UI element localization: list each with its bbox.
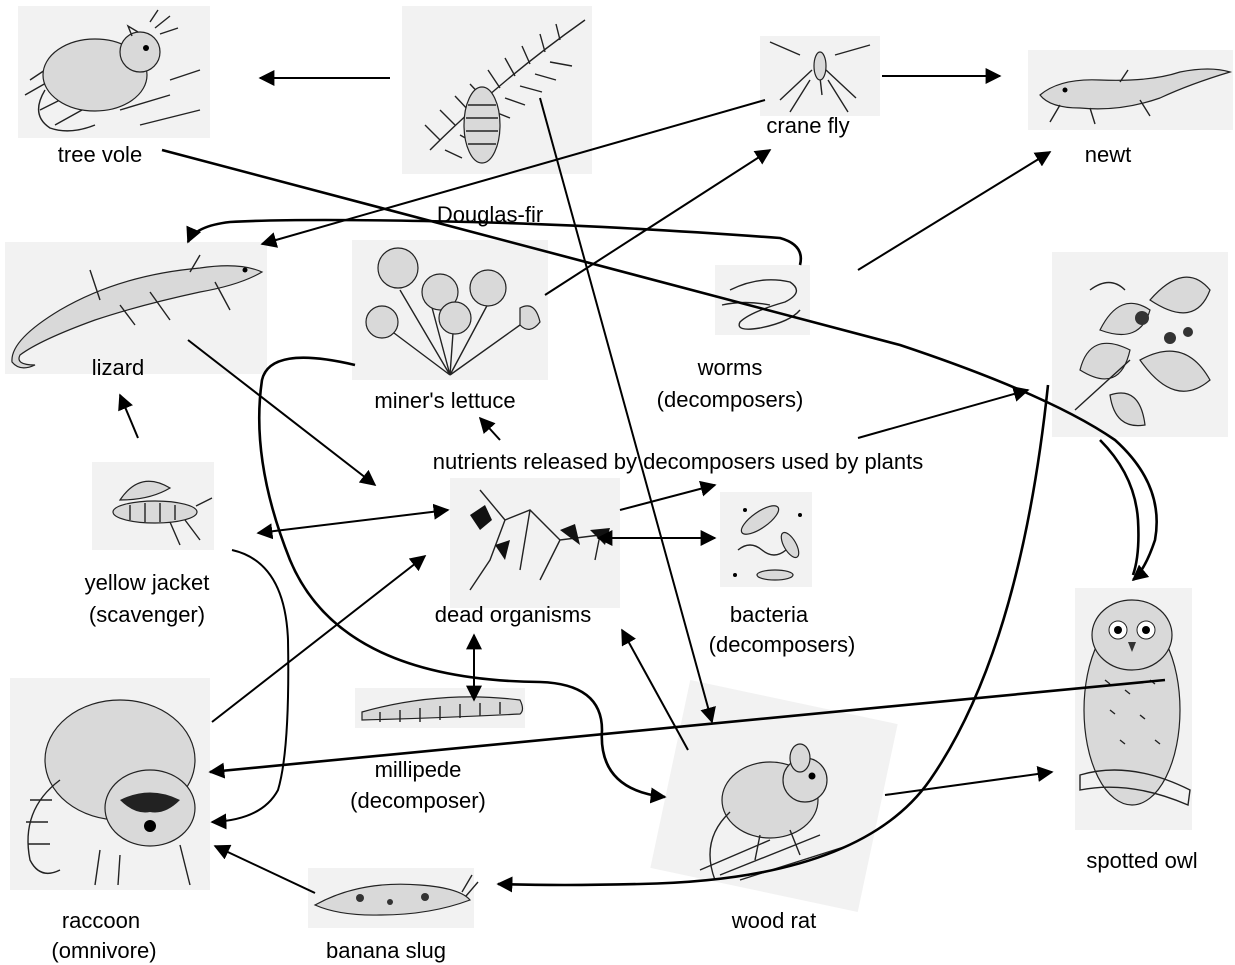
label-tree-vole: tree vole (58, 142, 142, 167)
arrow-yellow-jacket-to-lizard (120, 395, 138, 438)
label-dead-organisms: dead organisms (435, 602, 592, 627)
bacteria-icon (720, 492, 812, 587)
miners-lettuce-icon (352, 240, 548, 380)
arrow-yellow-jacket-to-raccoon (212, 550, 288, 822)
arrow-dead-organisms-to-nutrients (620, 485, 715, 510)
banana-slug-icon (308, 868, 478, 928)
label-banana-slug: banana slug (326, 938, 446, 963)
arrow-yellow-jacket-dead-organisms (258, 510, 448, 533)
label-douglas-fir: Douglas-fir (437, 202, 543, 227)
label-bacteria-role: (decomposers) (709, 632, 856, 657)
label-millipede: millipede (375, 757, 462, 782)
label-raccoon: raccoon (62, 908, 140, 933)
label-nutrients: nutrients released by decomposers used b… (433, 449, 923, 474)
tree-vole-icon (18, 6, 210, 138)
arrow-nutrients-to-blackberry (858, 390, 1028, 438)
label-spotted-owl: spotted owl (1086, 848, 1197, 873)
douglas-fir-icon (402, 6, 592, 174)
newt-icon (1028, 50, 1233, 130)
label-millipede-role: (decomposer) (350, 788, 486, 813)
arrow-banana-slug-to-raccoon (215, 846, 315, 893)
arrow-worms-to-newt (858, 152, 1050, 270)
label-yellow-jacket-role: (scavenger) (89, 602, 205, 627)
label-lizard: lizard (92, 355, 145, 380)
yellow-jacket-icon (92, 462, 214, 550)
label-raccoon-role: (omnivore) (51, 938, 156, 963)
arrow-nutrients-to-miners-lettuce (480, 418, 500, 440)
arrow-wood-rat-to-spotted-owl (885, 772, 1052, 795)
dead-organisms-icon (450, 478, 620, 608)
crane-fly-icon (760, 36, 880, 116)
wood-rat-icon (650, 680, 897, 912)
food-web-arrows (120, 76, 1165, 893)
label-bacteria: bacteria (730, 602, 809, 627)
label-wood-rat: wood rat (731, 908, 816, 933)
label-miners-lettuce: miner's lettuce (374, 388, 515, 413)
spotted-owl-icon (1075, 588, 1192, 830)
label-worms-role: (decomposers) (657, 387, 804, 412)
label-yellow-jacket: yellow jacket (85, 570, 210, 595)
label-worms: worms (697, 355, 763, 380)
label-newt: newt (1085, 142, 1131, 167)
label-crane-fly: crane fly (766, 113, 849, 138)
arrow-tree-vole-to-spotted-owl (162, 150, 1157, 580)
raccoon-icon (10, 678, 210, 890)
blackberry-icon (1052, 252, 1228, 437)
millipede-icon (355, 688, 525, 728)
